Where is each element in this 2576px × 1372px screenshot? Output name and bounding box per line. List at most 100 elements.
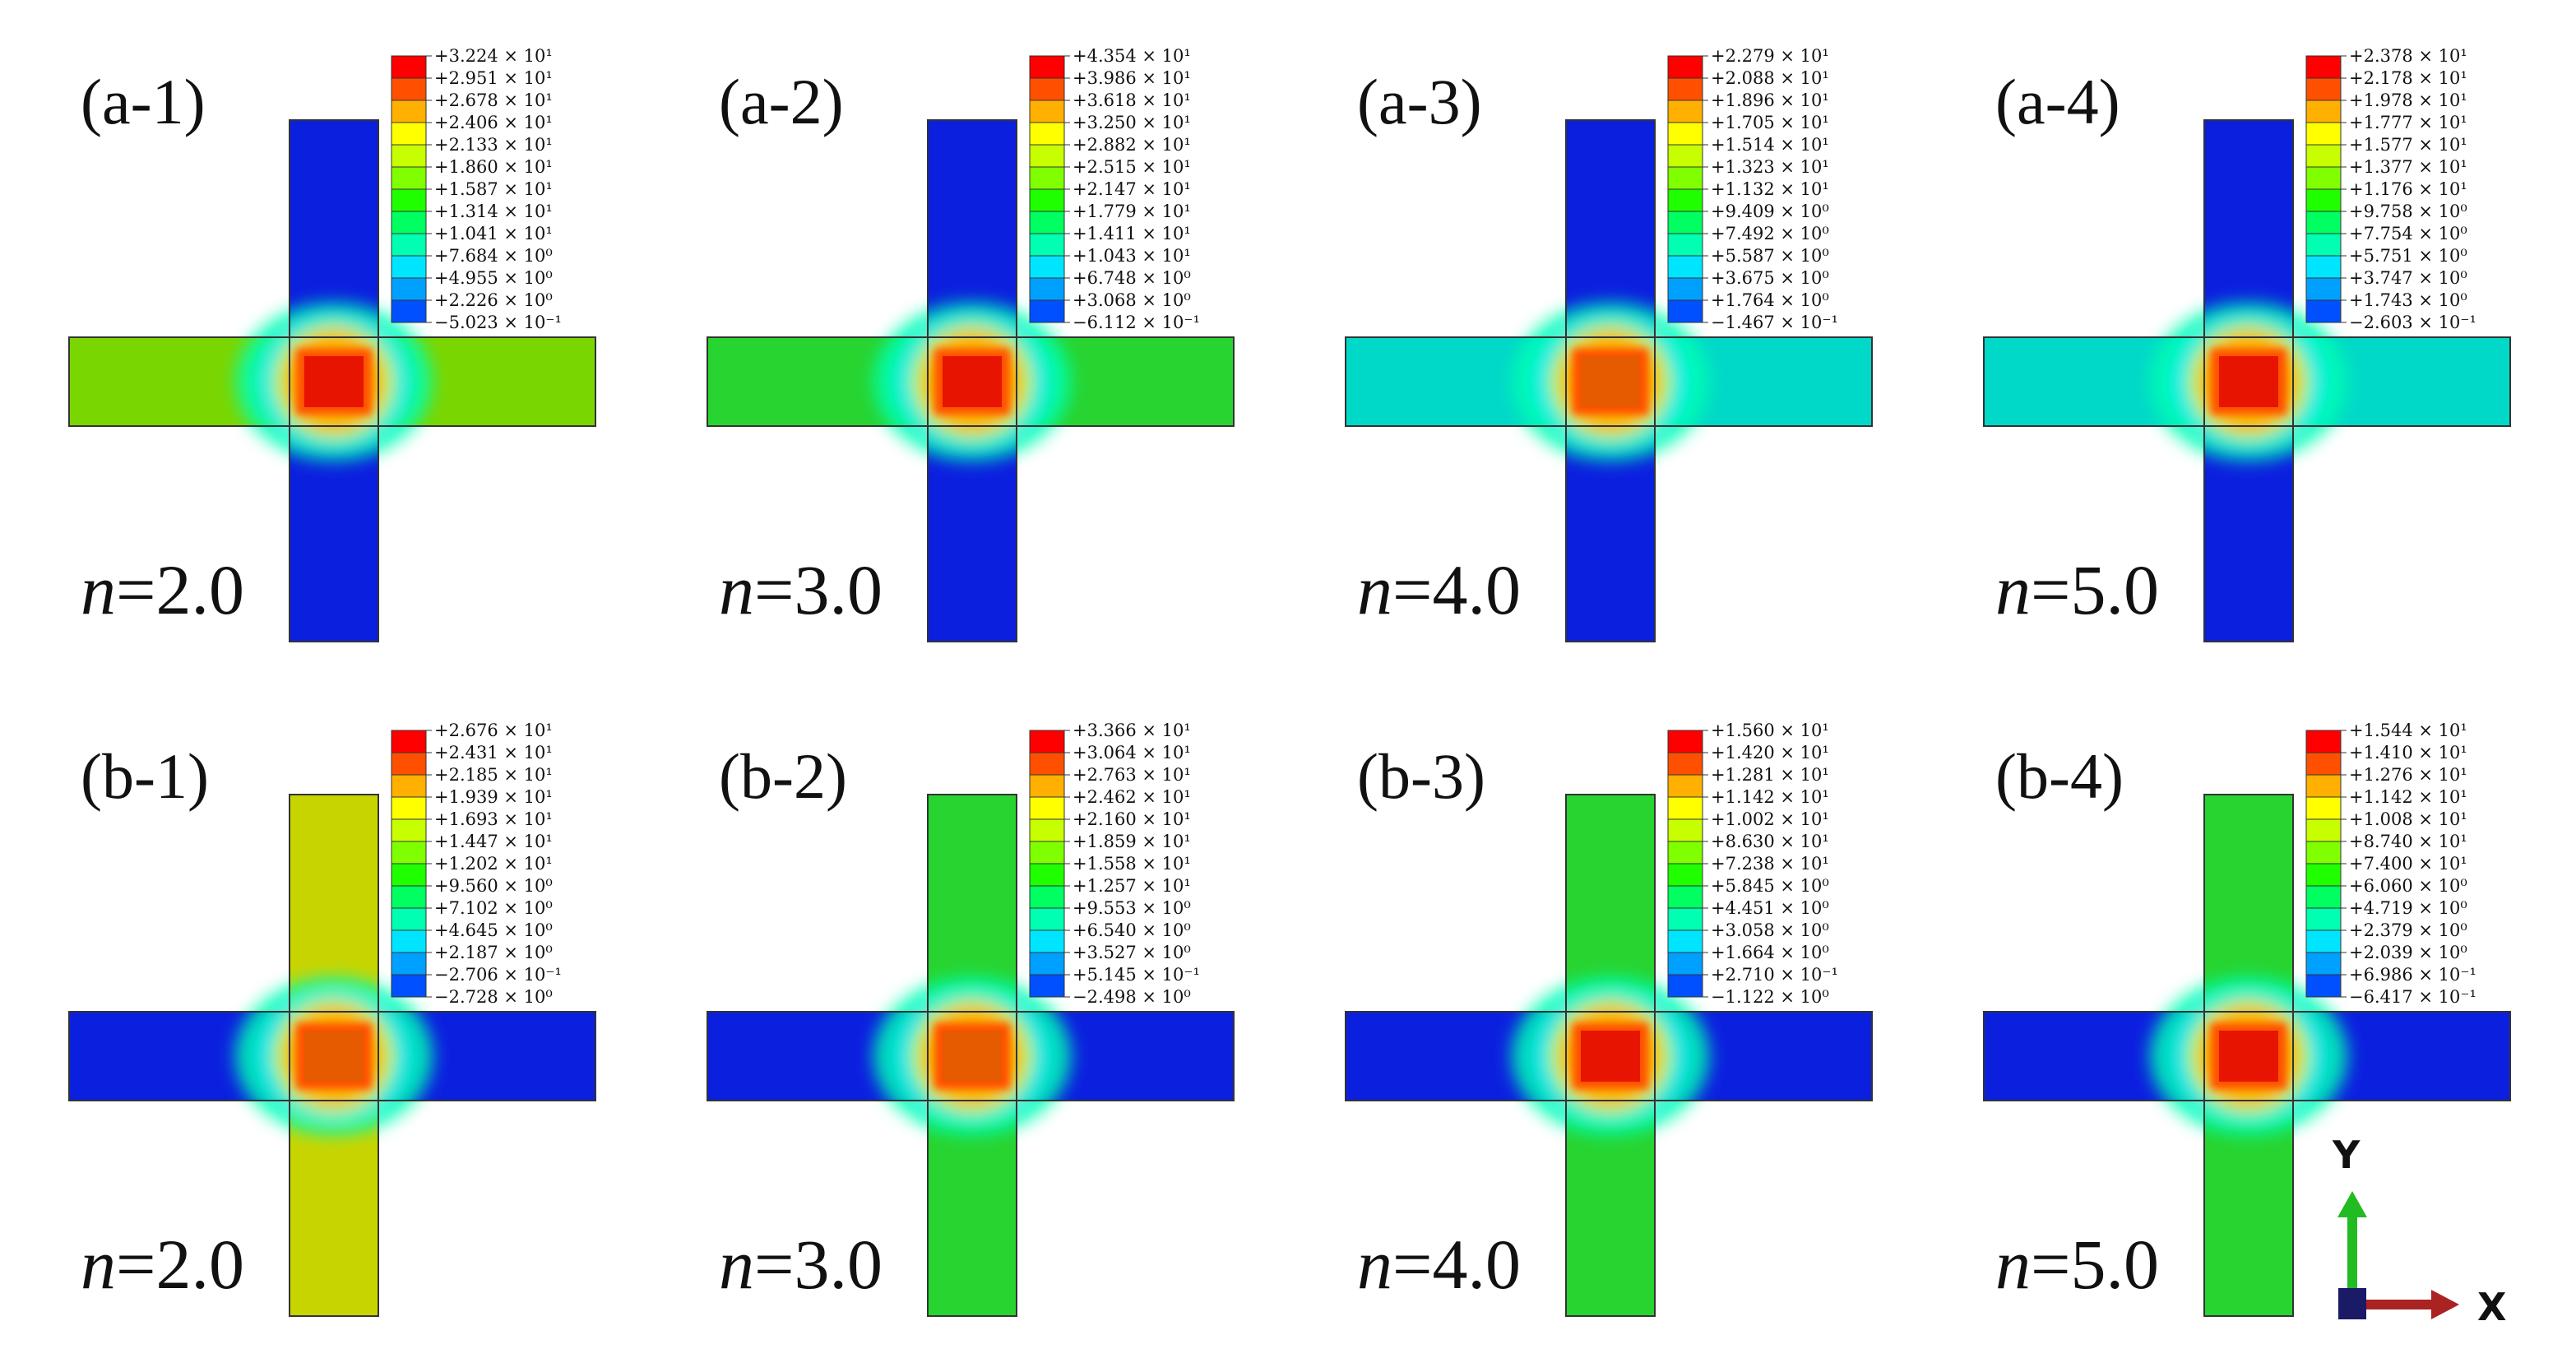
legend-swatch xyxy=(391,796,427,820)
legend-value: +7.238 × 10¹ xyxy=(1711,854,1829,874)
legend-value: +4.451 × 10⁰ xyxy=(1711,898,1829,918)
legend-swatch xyxy=(1029,818,1065,842)
legend-value: +2.951 × 10¹ xyxy=(434,68,553,88)
legend-value: +1.779 × 10¹ xyxy=(1073,202,1191,221)
legend-swatch xyxy=(1667,166,1703,190)
legend-value: +3.675 × 10⁰ xyxy=(1711,268,1829,288)
legend-value: +8.740 × 10¹ xyxy=(2349,832,2467,851)
panel-label: (b-1) xyxy=(81,740,209,812)
legend-value: −1.122 × 10⁰ xyxy=(1711,987,1829,1007)
legend-value: +1.377 × 10¹ xyxy=(2349,157,2467,177)
legend-swatch xyxy=(1029,100,1065,123)
legend-swatch xyxy=(1029,730,1065,753)
legend-swatch xyxy=(391,929,427,953)
legend-value: +7.102 × 10⁰ xyxy=(434,898,553,918)
junction-core xyxy=(943,1031,1002,1082)
legend-swatch xyxy=(1667,100,1703,123)
legend-value: +1.560 × 10¹ xyxy=(1711,721,1829,740)
legend-swatch xyxy=(2305,907,2342,931)
legend-value: +3.058 × 10⁰ xyxy=(1711,920,1829,940)
legend-value: −6.112 × 10⁻¹ xyxy=(1073,313,1200,332)
legend-value: +6.748 × 10⁰ xyxy=(1073,268,1191,288)
legend-swatch xyxy=(1667,952,1703,976)
legend-value: +9.560 × 10⁰ xyxy=(434,876,553,896)
legend-value: +1.132 × 10¹ xyxy=(1711,179,1829,199)
z-axis-marker xyxy=(2338,1288,2366,1319)
legend-swatch xyxy=(391,907,427,931)
legend-swatch xyxy=(1029,144,1065,168)
legend-swatch xyxy=(2305,952,2342,976)
legend-swatch xyxy=(1029,863,1065,887)
legend-value: +1.664 × 10⁰ xyxy=(1711,943,1829,962)
legend-value: +7.754 × 10⁰ xyxy=(2349,224,2467,243)
exponent-label: n=3.0 xyxy=(719,1225,883,1304)
legend-value: +2.515 × 10¹ xyxy=(1073,157,1191,177)
legend-value: +1.777 × 10¹ xyxy=(2349,113,2467,132)
legend-swatch xyxy=(1029,885,1065,909)
legend-swatch xyxy=(2305,100,2342,123)
legend-swatch xyxy=(2305,211,2342,234)
legend-swatch xyxy=(1667,974,1703,998)
legend-swatch xyxy=(391,863,427,887)
legend-value: +2.226 × 10⁰ xyxy=(434,290,553,310)
legend-value: −2.603 × 10⁻¹ xyxy=(2349,313,2476,332)
exponent-label: n=2.0 xyxy=(81,1225,244,1304)
legend-swatch xyxy=(1029,299,1065,323)
legend-value: +2.039 × 10⁰ xyxy=(2349,943,2467,962)
legend-value: +1.411 × 10¹ xyxy=(1073,224,1191,243)
panel-label: (a-4) xyxy=(1995,66,2120,137)
legend-value: +5.587 × 10⁰ xyxy=(1711,246,1829,266)
junction-core xyxy=(1581,1031,1640,1082)
legend-value: +2.882 × 10¹ xyxy=(1073,135,1191,155)
legend-value: +5.145 × 10⁻¹ xyxy=(1073,965,1200,985)
legend-swatch xyxy=(2305,122,2342,146)
legend-swatch xyxy=(1029,974,1065,998)
legend-swatch xyxy=(1029,55,1065,79)
legend-value: +7.684 × 10⁰ xyxy=(434,246,553,266)
legend-value: +1.577 × 10¹ xyxy=(2349,135,2467,155)
panel-b-3: +1.560 × 10¹+1.420 × 10¹+1.281 × 10¹+1.1… xyxy=(1345,721,1873,1317)
junction-core xyxy=(304,356,364,407)
legend-value: +6.986 × 10⁻¹ xyxy=(2349,965,2476,985)
legend-swatch xyxy=(1667,774,1703,798)
legend-value: +2.187 × 10⁰ xyxy=(434,943,553,962)
legend-value: +1.314 × 10¹ xyxy=(434,202,553,221)
legend-value: +1.693 × 10¹ xyxy=(434,809,553,829)
legend-swatch xyxy=(391,188,427,212)
legend-swatch xyxy=(391,299,427,323)
legend-value: +1.002 × 10¹ xyxy=(1711,809,1829,829)
y-axis-label: Y xyxy=(2332,1133,2361,1177)
legend-swatch xyxy=(2305,77,2342,101)
legend-value: +6.540 × 10⁰ xyxy=(1073,920,1191,940)
legend-swatch xyxy=(1667,277,1703,301)
legend-value: +2.147 × 10¹ xyxy=(1073,179,1191,199)
x-axis-label: X xyxy=(2477,1285,2506,1329)
legend-swatch xyxy=(1029,166,1065,190)
legend-swatch xyxy=(1667,863,1703,887)
legend-swatch xyxy=(1029,233,1065,257)
legend-value: +4.645 × 10⁰ xyxy=(434,920,553,940)
legend-value: +3.747 × 10⁰ xyxy=(2349,268,2467,288)
legend-value: +2.678 × 10¹ xyxy=(434,90,553,110)
legend-swatch xyxy=(391,277,427,301)
legend-swatch xyxy=(2305,188,2342,212)
legend-swatch xyxy=(1029,841,1065,864)
legend-swatch xyxy=(391,144,427,168)
junction-core xyxy=(1581,356,1640,407)
legend-value: +3.250 × 10¹ xyxy=(1073,113,1191,132)
legend-value: +1.860 × 10¹ xyxy=(434,157,553,177)
legend-swatch xyxy=(1667,752,1703,776)
legend-value: +1.276 × 10¹ xyxy=(2349,765,2467,785)
panel-label: (a-3) xyxy=(1357,66,1482,137)
legend-value: −5.023 × 10⁻¹ xyxy=(434,313,562,332)
legend-swatch xyxy=(391,974,427,998)
legend-swatch xyxy=(1029,952,1065,976)
legend-swatch xyxy=(2305,863,2342,887)
legend-value: +2.379 × 10⁰ xyxy=(2349,920,2467,940)
legend-swatch xyxy=(2305,818,2342,842)
legend-value: +2.431 × 10¹ xyxy=(434,743,553,762)
x-axis-arrowhead xyxy=(2431,1290,2459,1319)
legend-value: +9.553 × 10⁰ xyxy=(1073,898,1191,918)
legend-value: +1.410 × 10¹ xyxy=(2349,743,2467,762)
panel-a-1: +3.224 × 10¹+2.951 × 10¹+2.678 × 10¹+2.4… xyxy=(68,46,596,642)
